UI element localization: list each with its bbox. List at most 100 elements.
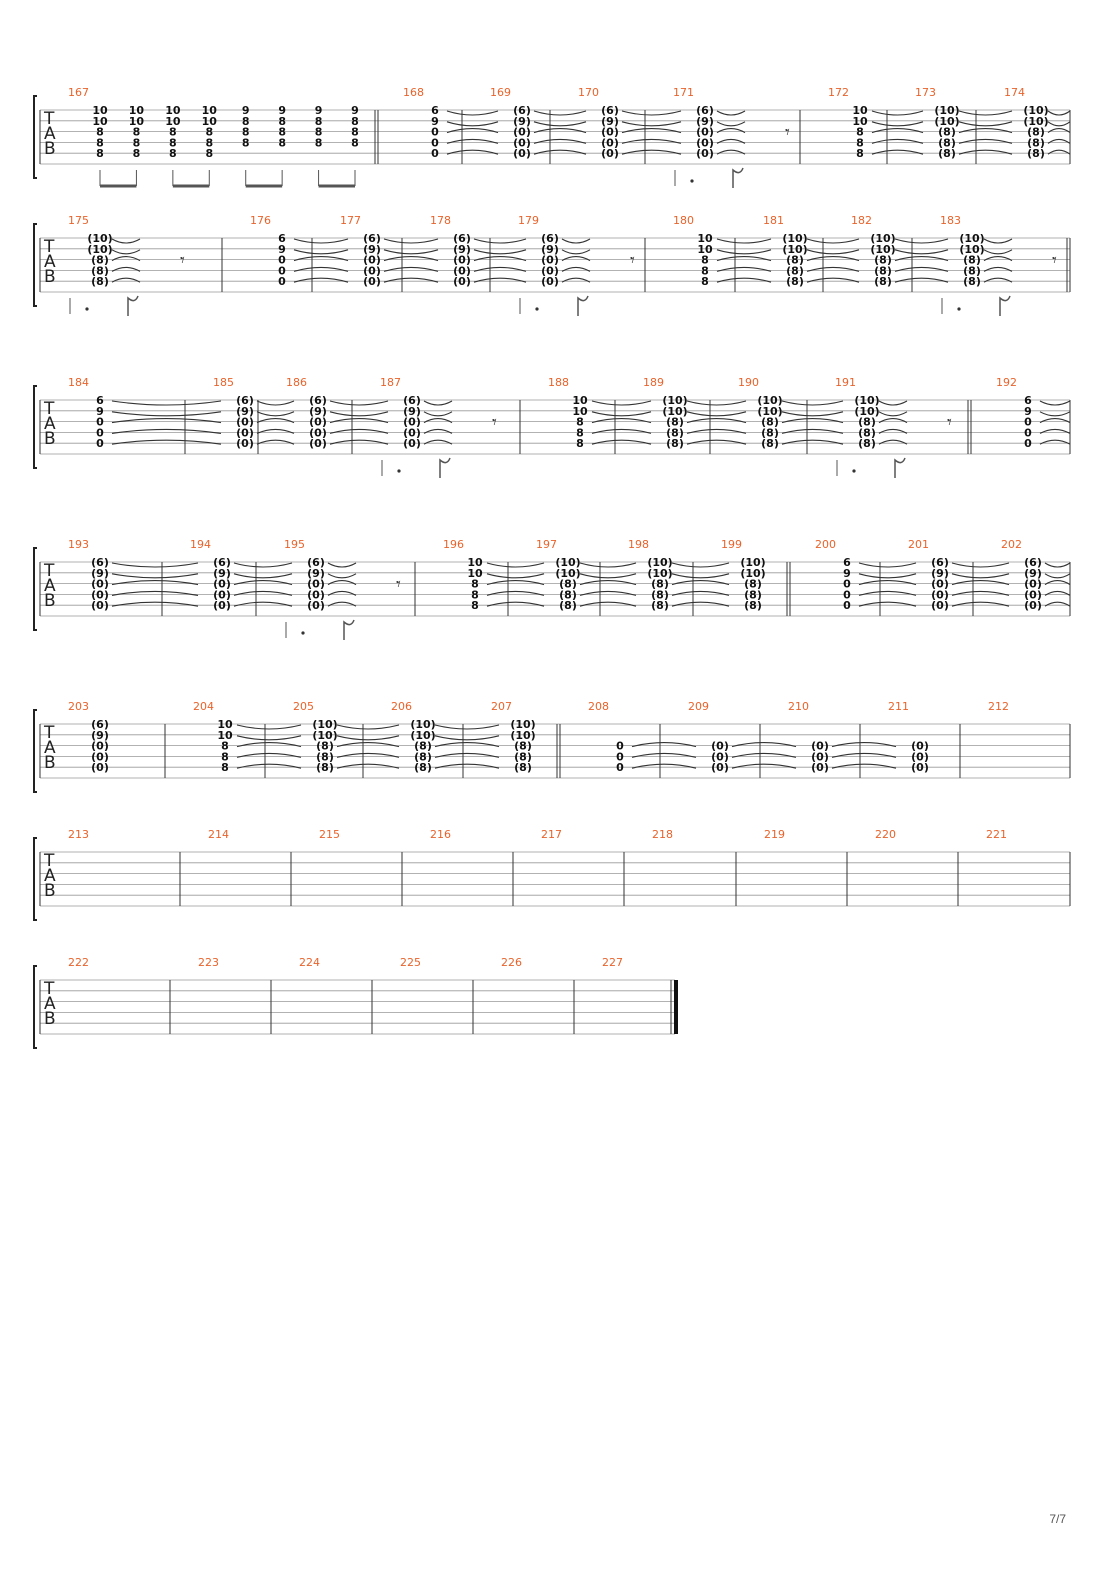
tie-arc xyxy=(983,266,1013,272)
fret-number: (8) xyxy=(414,761,432,774)
bar-number: 204 xyxy=(193,700,214,713)
tie-arc xyxy=(233,580,293,586)
fret-number: (10) xyxy=(1023,104,1048,117)
dot xyxy=(690,179,694,183)
bar-number: 198 xyxy=(628,538,649,551)
tie-arc xyxy=(327,580,357,586)
fret-number: (9) xyxy=(363,243,381,256)
tie-arc xyxy=(1039,400,1071,406)
tie-arc xyxy=(621,128,682,134)
tie-arc xyxy=(111,562,199,568)
tie-arc xyxy=(256,400,295,406)
eighth-rest: 𝄾 xyxy=(785,122,790,143)
fret-number: 8 xyxy=(169,136,177,149)
bar-number: 187 xyxy=(380,376,401,389)
fret-number: (0) xyxy=(363,254,381,267)
bar-number: 167 xyxy=(68,86,89,99)
eighth-rest: 𝄾 xyxy=(630,250,635,271)
bar-number: 191 xyxy=(835,376,856,389)
bar-number: 203 xyxy=(68,700,89,713)
tie-arc xyxy=(686,439,747,445)
fret-number: (10) xyxy=(757,405,782,418)
fret-number: (0) xyxy=(696,126,714,139)
tie-arc xyxy=(561,256,591,262)
tie-arc xyxy=(1044,562,1071,568)
bar-number: 183 xyxy=(940,214,961,227)
tie-arc xyxy=(383,238,439,244)
fret-number: (10) xyxy=(647,567,672,580)
fret-number: 8 xyxy=(856,136,864,149)
bar-number: 213 xyxy=(68,828,89,841)
tab-system: TAB1671010888101088810108881010888988898… xyxy=(33,86,1071,188)
fret-number: (8) xyxy=(963,254,981,267)
bar-number: 194 xyxy=(190,538,211,551)
fret-number: 8 xyxy=(133,147,141,160)
tie-arc xyxy=(951,562,1010,568)
fret-number: 10 xyxy=(217,729,233,742)
tie-arc xyxy=(1047,128,1071,134)
tie-arc xyxy=(329,439,389,445)
tie-arc xyxy=(111,601,199,607)
fret-number: (10) xyxy=(934,115,959,128)
tab-clef-letter: T xyxy=(43,979,55,999)
tie-arc xyxy=(383,256,439,262)
fret-number: (10) xyxy=(934,104,959,117)
tie-arc xyxy=(1047,110,1071,116)
tie-arc xyxy=(1039,428,1071,434)
fret-number: (0) xyxy=(601,136,619,149)
dot xyxy=(397,469,401,473)
fret-number: (10) xyxy=(740,556,765,569)
fret-number: 10 xyxy=(852,104,868,117)
fret-number: (9) xyxy=(236,405,254,418)
fret-number: (10) xyxy=(782,232,807,245)
fret-number: 6 xyxy=(96,394,104,407)
system-brace xyxy=(33,965,37,1049)
tab-clef-letter: B xyxy=(44,591,56,611)
tab-clef-letter: A xyxy=(44,994,56,1014)
tie-arc xyxy=(716,110,746,116)
fret-number: (0) xyxy=(213,599,231,612)
tie-arc xyxy=(591,400,652,406)
tie-arc xyxy=(731,763,797,769)
bar-number: 175 xyxy=(68,214,89,227)
bar-number: 178 xyxy=(430,214,451,227)
tie-arc xyxy=(958,149,1013,155)
fret-number: (0) xyxy=(811,750,829,763)
tie-arc xyxy=(233,601,293,607)
fret-number: (0) xyxy=(513,136,531,149)
bar-number: 209 xyxy=(688,700,709,713)
tie-arc xyxy=(111,277,141,283)
tie-arc xyxy=(423,439,453,445)
fret-number: 8 xyxy=(315,115,323,128)
fret-number: 8 xyxy=(242,115,250,128)
bar-number: 179 xyxy=(518,214,539,227)
tie-arc xyxy=(383,277,439,283)
fret-number: (0) xyxy=(711,750,729,763)
bar-number: 189 xyxy=(643,376,664,389)
fret-number: (10) xyxy=(555,567,580,580)
fret-number: (10) xyxy=(1023,115,1048,128)
tie-arc xyxy=(293,238,349,244)
tie-arc xyxy=(111,590,199,596)
tie-arc xyxy=(111,400,222,406)
tie-arc xyxy=(878,411,908,417)
fret-number: 9 xyxy=(351,104,359,117)
fret-number: (6) xyxy=(513,104,531,117)
fret-number: 10 xyxy=(202,115,218,128)
tie-arc xyxy=(336,735,400,741)
fret-number: 10 xyxy=(92,104,108,117)
bar-number: 192 xyxy=(996,376,1017,389)
bar-number: 182 xyxy=(851,214,872,227)
fret-number: (8) xyxy=(91,254,109,267)
bar-number: 214 xyxy=(208,828,229,841)
tie-arc xyxy=(878,418,908,424)
fret-number: (10) xyxy=(870,243,895,256)
fret-number: (8) xyxy=(786,254,804,267)
tie-arc xyxy=(878,428,908,434)
fret-number: (8) xyxy=(874,254,892,267)
fret-number: 10 xyxy=(572,405,588,418)
fret-number: 10 xyxy=(165,115,181,128)
fret-number: (0) xyxy=(91,750,109,763)
tie-arc xyxy=(958,121,1013,127)
